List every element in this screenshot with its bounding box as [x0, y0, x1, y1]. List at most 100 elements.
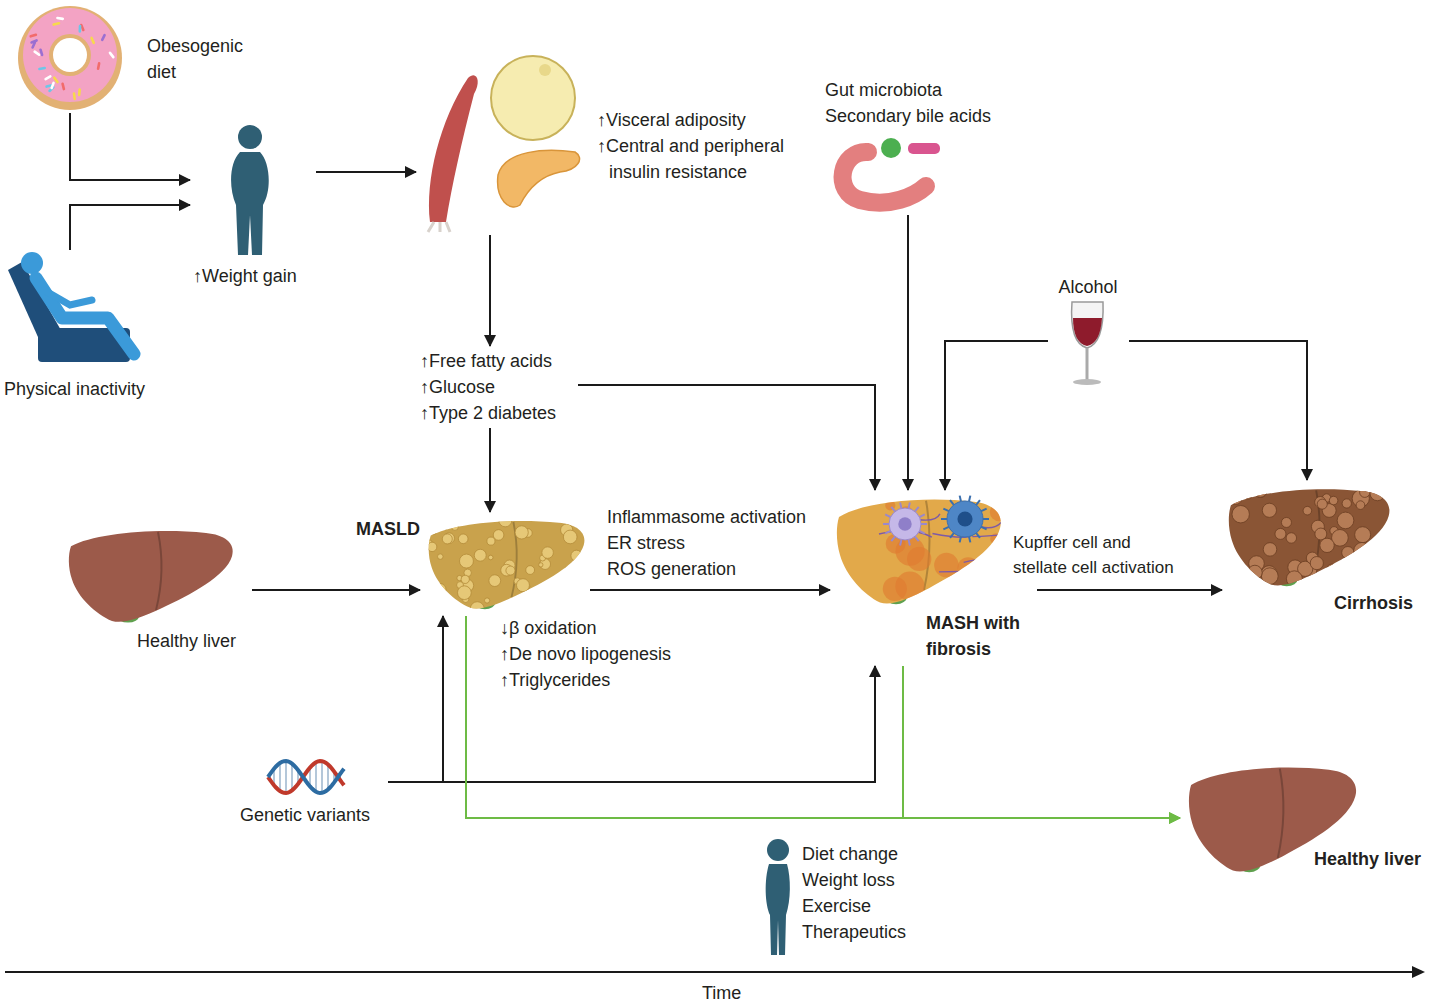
arrow-connector [1037, 589, 1222, 591]
node-label: ↑Central and peripheral insulin resistan… [597, 133, 802, 185]
cirrhotic-liver-icon-part-part [1320, 538, 1334, 552]
fibrotic-liver-icon-part-part-part [919, 514, 924, 517]
fibrotic-liver-icon-part-part-part [960, 537, 961, 543]
donut-icon-part-part [108, 51, 115, 59]
cirrhotic-liver-icon-part-part [1354, 542, 1371, 559]
fibrotic-liver-icon-part-part-part [883, 523, 889, 525]
fibrotic-liver-icon-part-part-part [885, 531, 890, 534]
fibrotic-liver-icon-part-part-part [898, 517, 911, 530]
fatty-liver-icon-part [429, 521, 585, 609]
fibrotic-liver-icon-part-part-part [889, 508, 921, 540]
fatty-liver-icon-part-part [425, 572, 431, 578]
fatty-liver-icon-part-part [438, 554, 444, 560]
fibrotic-liver-icon-part-part-part [981, 509, 986, 512]
cirrhotic-liver-icon-part-part [1303, 506, 1312, 515]
donut-icon-part [29, 16, 115, 100]
fibrotic-liver-icon-part-part-part [957, 511, 972, 526]
cirrhotic-liver-icon-part-part [1360, 487, 1370, 497]
arrow-connector [252, 589, 420, 591]
fatty-liver-icon-part-part [521, 602, 527, 608]
donut-icon-part-part [38, 66, 46, 70]
cirrhotic-liver-icon-part-part [1380, 579, 1389, 588]
cirrhotic-liver-icon-part-part [1327, 564, 1337, 574]
donut-icon-part-part [73, 92, 77, 100]
organs-icon-part [428, 222, 450, 232]
fibrotic-liver-icon-part-part [967, 570, 997, 600]
fibrotic-liver-icon-part-part-part [983, 518, 989, 520]
fatty-liver-icon-part-part [506, 566, 515, 575]
fatty-liver-icon-part-part [443, 600, 448, 605]
cirrhotic-liver-icon-part [1220, 483, 1394, 592]
illustrated-node: ↑Free fatty acids↑Glucose↑Type 2 diabete… [415, 346, 578, 428]
arrow-connector [578, 385, 875, 490]
node-label: ↑Free fatty acids [420, 348, 575, 374]
annotation-text: ↓β oxidation [500, 615, 596, 641]
fibrotic-liver-icon-part-part-part [981, 527, 986, 530]
illustrated-node: ↑Weight gain [190, 122, 316, 291]
wine-glass-icon [1072, 302, 1103, 385]
fibrotic-liver-icon-part-part-part [915, 507, 919, 512]
illustrated-node: Healthy liver [62, 524, 252, 656]
fatty-liver-icon-part-part [542, 547, 554, 559]
node-label: ↑Glucose [420, 374, 575, 400]
node-label: Cirrhosis [1334, 590, 1420, 616]
organs-icon-part [429, 75, 478, 222]
cirrhotic-liver-icon-part-part [1355, 562, 1371, 578]
donut-icon [18, 6, 122, 110]
annotation-text: Inflammasome activation [607, 504, 806, 530]
dna-icon-part [327, 764, 329, 789]
annotation-text: ER stress [607, 530, 685, 556]
cirrhotic-liver-icon-part-part [1337, 512, 1354, 529]
fatty-liver-icon-part-part [568, 585, 575, 592]
fibrotic-liver-icon-part-part-part [891, 537, 895, 542]
illustrated-node: ↑Visceral adiposity↑Central and peripher… [416, 52, 808, 235]
fibrotic-liver-icon-part-part [990, 503, 1008, 521]
node-label: ↑Visceral adiposity [597, 107, 802, 133]
cirrhotic-liver-icon-part-part [1262, 503, 1276, 517]
illustrated-node: Cirrhosis [1222, 480, 1423, 620]
cirrhotic-liver-icon-part-part [1225, 582, 1235, 592]
cirrhotic-liver-icon-part-part [1275, 528, 1286, 539]
donut-icon-part [49, 34, 91, 76]
armchair-person-icon [8, 252, 134, 362]
fatty-liver-icon-part-part [493, 530, 504, 541]
healthy-liver-icon [69, 531, 233, 623]
fatty-liver-icon-part-part [461, 575, 469, 583]
dna-icon-part [268, 761, 344, 793]
fibrotic-liver-icon-part-part-part [900, 540, 901, 546]
node-label: ↑Type 2 diabetes [420, 400, 575, 426]
cirrhotic-liver-icon-part-part [1342, 547, 1354, 559]
donut-icon-part [53, 38, 87, 72]
node-label: Healthy liver [137, 628, 249, 654]
fatty-liver-icon-part-part [561, 594, 574, 607]
fibrotic-liver-icon-part-part-part [909, 540, 910, 546]
arrow-connector [907, 215, 909, 490]
armchair-person-icon-part [44, 290, 92, 305]
fatty-liver-icon-part-part [448, 599, 457, 608]
healthy-liver-icon-part [69, 531, 233, 623]
node-label: Healthy liver [1314, 846, 1422, 872]
dna-icon-part [285, 761, 287, 793]
arrow-connector [70, 205, 190, 250]
fatty-liver-icon-part-part [575, 585, 583, 593]
donut-icon-part-part [100, 33, 106, 41]
fatty-liver-icon-part-part [571, 550, 582, 561]
dna-icon-part [321, 761, 323, 793]
node-label: ↑Weight gain [193, 263, 313, 289]
fibrotic-liver-icon-part-part-part [941, 518, 947, 520]
person-icon [231, 125, 269, 255]
fibrotic-liver-icon-part-part [964, 559, 1002, 564]
donut-icon-part-part [44, 75, 52, 81]
arrow-connector [388, 666, 875, 782]
fibrotic-liver-icon-part-part [896, 537, 925, 566]
fibrotic-liver-icon [837, 496, 1031, 609]
wine-glass-icon-part [1073, 379, 1101, 385]
annotation-text: Diet change [802, 841, 898, 867]
fatty-liver-icon-part-part [443, 526, 447, 530]
cirrhotic-liver-icon-part-part [1329, 496, 1338, 505]
person-icon-part [238, 125, 262, 149]
gut-icon [843, 138, 940, 203]
annotation-text: ↑De novo lipogenesis [500, 641, 671, 667]
